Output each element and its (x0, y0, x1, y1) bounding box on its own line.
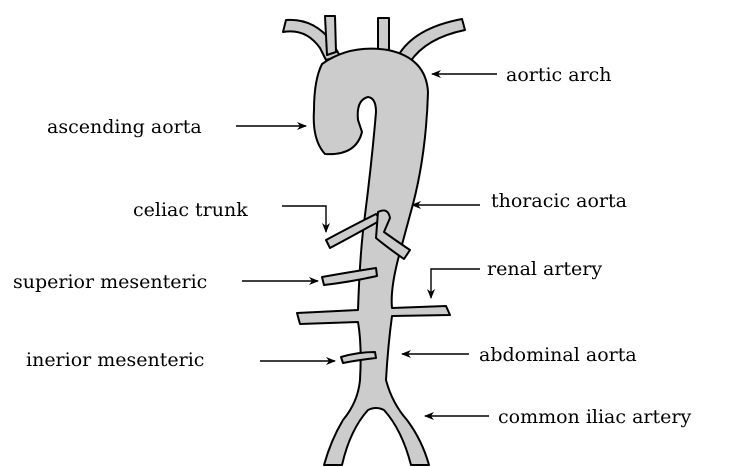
middle-arch-branch (325, 16, 336, 55)
label-common-iliac-artery: common iliac artery (498, 406, 691, 428)
aorta-shape (283, 16, 465, 465)
label-abdominal-aorta: abdominal aorta (479, 344, 637, 366)
right-arch-branch-b (398, 19, 465, 62)
label-aortic-arch: aortic arch (506, 64, 612, 86)
label-celiac-trunk: celiac trunk (133, 199, 248, 221)
label-superior-mesenteric: superior mesenteric (13, 271, 207, 293)
aorta-main (297, 49, 450, 465)
label-thoracic-aorta: thoracic aorta (491, 190, 627, 212)
label-inferior-mesenteric: inerior mesenteric (26, 349, 204, 371)
arrow-celiac-trunk (282, 206, 326, 232)
label-renal-artery: renal artery (487, 258, 602, 280)
label-ascending-aorta: ascending aorta (47, 116, 202, 138)
arrow-renal-artery (431, 269, 480, 298)
